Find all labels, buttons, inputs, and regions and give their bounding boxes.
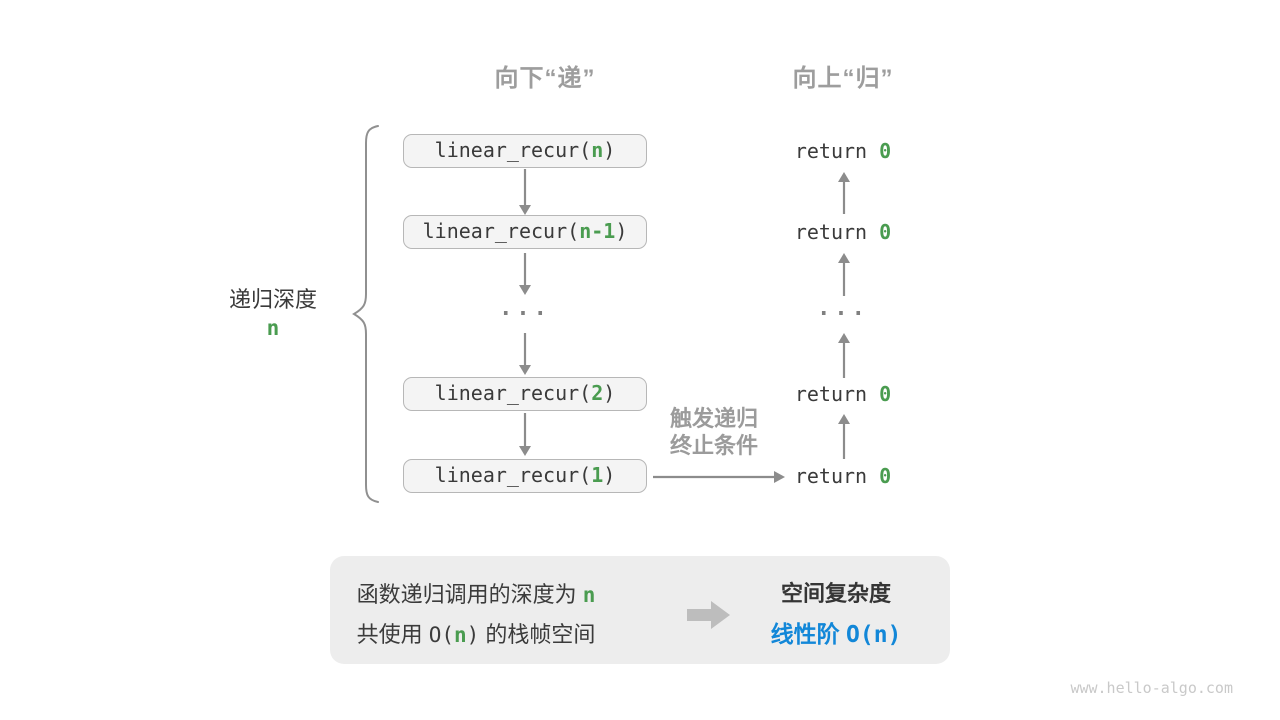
return-text: return [794, 220, 880, 244]
return-line: return 0 [763, 219, 923, 245]
call-box-arg: n [591, 138, 604, 162]
call-box-text: linear_recur( [434, 138, 592, 162]
trigger-label: 触发递归 终止条件 [634, 405, 794, 459]
ellipsis-right: ... [817, 296, 869, 321]
arrow-right-icon [653, 471, 785, 483]
call-box-text: linear_recur( [434, 463, 592, 487]
summary-result-label: 线性阶 [770, 621, 846, 647]
summary-result: 线性阶 O(n) [736, 615, 936, 649]
call-box-2: linear_recur(2) [403, 377, 647, 411]
call-box-arg: n-1 [579, 219, 616, 243]
summary-text: 共使用 [356, 622, 429, 647]
summary-result-value: O(n) [846, 622, 902, 648]
watermark: www.hello-algo.com [1070, 679, 1233, 697]
call-box-text: ) [603, 138, 616, 162]
return-line: return 0 [763, 381, 923, 407]
call-box-arg: 2 [591, 381, 604, 405]
arrow-down-icon [519, 413, 531, 456]
return-line: return 0 [763, 138, 923, 164]
return-text: return [794, 139, 880, 163]
summary-panel [330, 556, 950, 664]
summary-text: 函数递归调用的深度为 [356, 582, 583, 607]
summary-bigO-n: n [453, 623, 467, 647]
summary-depth-value: n [582, 583, 596, 607]
summary-line-depth: 函数递归调用的深度为 n [321, 577, 631, 609]
summary-line-space: 共使用 O(n) 的栈帧空间 [321, 617, 631, 649]
arrow-down-icon [519, 169, 531, 215]
ellipsis-left: ... [499, 296, 551, 321]
trigger-label-line2: 终止条件 [669, 433, 758, 458]
return-value: 0 [879, 220, 892, 244]
return-text: return [794, 382, 880, 406]
block-arrow-right-icon [687, 601, 730, 629]
call-box-n: linear_recur(n) [403, 134, 647, 168]
call-box-n-1: linear_recur(n-1) [403, 215, 647, 249]
depth-label: 递归深度 [228, 287, 317, 312]
arrow-down-icon [519, 333, 531, 375]
return-value: 0 [879, 382, 892, 406]
summary-bigO-open: O( [428, 623, 454, 647]
return-line: return 0 [763, 463, 923, 489]
return-value: 0 [879, 139, 892, 163]
summary-bigO-close: ) [466, 623, 480, 647]
depth-brace [352, 125, 379, 503]
call-box-text: ) [603, 463, 616, 487]
return-value: 0 [879, 464, 892, 488]
trigger-label-line1: 触发递归 [669, 406, 758, 431]
call-box-text: linear_recur( [434, 381, 592, 405]
call-box-text: ) [615, 219, 628, 243]
summary-title: 空间复杂度 [780, 581, 891, 606]
call-box-text: linear_recur( [422, 219, 580, 243]
arrow-down-icon [519, 253, 531, 295]
return-text: return [794, 464, 880, 488]
depth-value: n [266, 316, 280, 340]
header-downward-recurse: 向下“递” [494, 65, 596, 92]
arrow-up-icon [838, 414, 850, 459]
call-box-1: linear_recur(1) [403, 459, 647, 493]
arrow-up-icon [838, 253, 850, 296]
arrow-up-icon [838, 333, 850, 378]
header-upward-return: 向上“归” [792, 65, 894, 92]
arrow-up-icon [838, 172, 850, 214]
summary-text: 的栈帧空间 [479, 622, 596, 647]
call-box-arg: 1 [591, 463, 604, 487]
call-box-text: ) [603, 381, 616, 405]
